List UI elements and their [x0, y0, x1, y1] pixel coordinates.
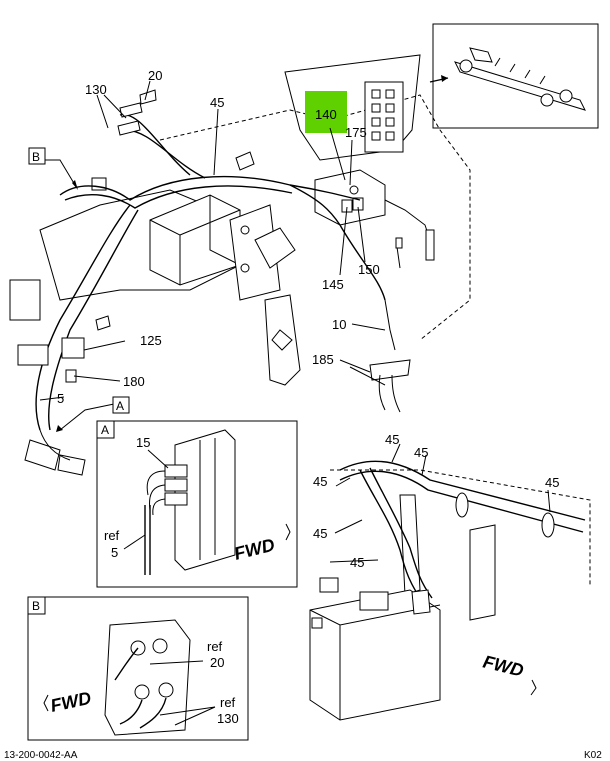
callout-45-r1: 45	[385, 432, 399, 447]
callout-5: 5	[57, 391, 64, 406]
callout-45-r5: 45	[313, 526, 327, 541]
inset-overview	[429, 23, 599, 129]
callout-185: 185	[312, 352, 334, 367]
callout-45-r2: 45	[414, 445, 428, 460]
detail-a	[96, 420, 298, 588]
callout-175: 175	[345, 125, 367, 140]
callout-45-r4: 45	[545, 475, 559, 490]
detail-b	[27, 596, 249, 741]
callout-labels: 20 130 45 140 175 145 150 125 180 5 10 1…	[4, 68, 602, 761]
callout-10: 10	[332, 317, 346, 332]
main-assembly	[9, 54, 471, 476]
callout-145: 145	[322, 277, 344, 292]
relay-grid	[371, 89, 395, 141]
ref-tag-b: B	[32, 150, 40, 164]
detail-a-ref-5: 5	[111, 545, 118, 560]
detail-b-ref-1: ref	[207, 639, 223, 654]
footer-doc-id: 13-200-0042-AA	[4, 750, 78, 761]
detail-a-callout-15: 15	[136, 435, 150, 450]
callout-150: 150	[358, 262, 380, 277]
lower-right-assembly	[309, 443, 591, 721]
callout-140: 140	[315, 107, 337, 122]
detail-b-ref-130: 130	[217, 711, 239, 726]
fwd-right: FWD	[481, 651, 526, 680]
callout-45-r6: 45	[350, 555, 364, 570]
leader-lines-upper	[39, 80, 386, 432]
callout-45-top: 45	[210, 95, 224, 110]
callout-125: 125	[140, 333, 162, 348]
detail-a-ref: ref	[104, 528, 120, 543]
highlight-140	[305, 91, 347, 133]
callout-45-r3: 45	[313, 474, 327, 489]
detail-b-tag: B	[32, 599, 40, 613]
footer-code: K02	[584, 750, 602, 761]
callout-130: 130	[85, 82, 107, 97]
ref-tag-a: A	[116, 399, 124, 413]
detail-b-ref-2: ref	[220, 695, 236, 710]
detail-b-ref-20: 20	[210, 655, 224, 670]
callout-20: 20	[148, 68, 162, 83]
callout-180: 180	[123, 374, 145, 389]
detail-a-tag: A	[101, 423, 109, 437]
